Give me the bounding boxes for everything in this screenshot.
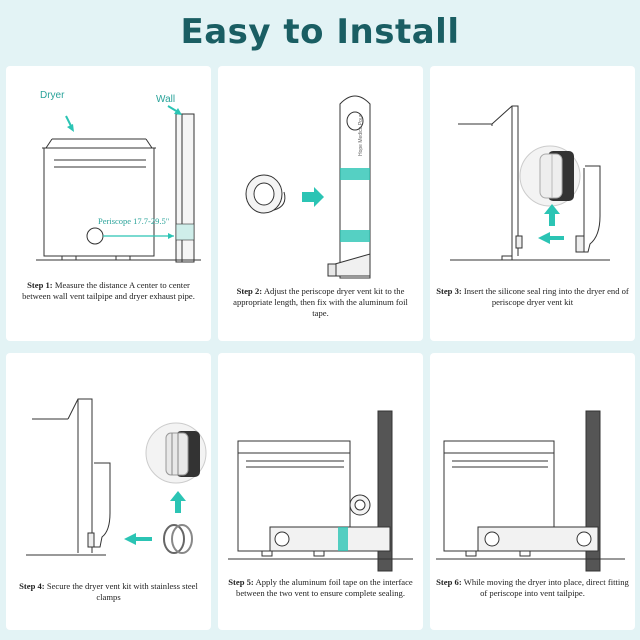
step-2-text: Adjust the periscope dryer vent kit to t…: [233, 286, 408, 318]
page-title: Easy to Install: [180, 12, 460, 52]
step-4-text: Secure the dryer vent kit with stainless…: [46, 581, 198, 602]
step-4-illustration: [26, 398, 207, 556]
step-6-card: Step 6: While moving the dryer into plac…: [430, 353, 635, 630]
step-6-text: While moving the dryer into place, direc…: [463, 577, 629, 598]
step-4-card: Step 4: Secure the dryer vent kit with s…: [6, 353, 211, 630]
step-2-illustration: [245, 95, 371, 279]
step-5-number: Step 5:: [228, 577, 254, 587]
step-3-card: Step 3: Insert the silicone seal ring in…: [430, 66, 635, 341]
brand-text: Hope Medica Pour: [358, 114, 364, 156]
step-4-number: Step 4:: [19, 581, 45, 591]
step-4-caption: Step 4: Secure the dryer vent kit with s…: [12, 581, 205, 603]
step-3-caption: Step 3: Insert the silicone seal ring in…: [436, 286, 629, 308]
step-1-card: Dryer Wall Periscope 17.7-29.5" Step 1: …: [6, 66, 211, 341]
step-5-text: Apply the aluminum foil tape on the inte…: [236, 577, 413, 598]
step-2-card: Hope Medica Pour Step 2: Adjust the peri…: [218, 66, 423, 341]
dryer-label: Dryer: [40, 90, 65, 101]
step-6-number: Step 6:: [436, 577, 462, 587]
step-1-caption: Step 1: Measure the distance A center to…: [12, 280, 205, 302]
step-2-number: Step 2:: [236, 286, 263, 296]
step-5-caption: Step 5: Apply the aluminum foil tape on …: [224, 577, 417, 599]
step-2-caption: Step 2: Adjust the periscope dryer vent …: [224, 286, 417, 319]
step-1-number: Step 1:: [27, 280, 53, 290]
step-3-number: Step 3:: [436, 286, 462, 296]
step-5-illustration: [228, 410, 413, 572]
step-3-text: Insert the silicone seal ring into the d…: [463, 286, 629, 307]
step-6-illustration: [436, 410, 625, 572]
step-3-illustration: [450, 105, 610, 261]
step-1-illustration: [36, 105, 201, 263]
step-6-caption: Step 6: While moving the dryer into plac…: [436, 577, 629, 599]
wall-label: Wall: [156, 94, 176, 105]
step-5-card: Step 5: Apply the aluminum foil tape on …: [218, 353, 423, 630]
periscope-dimension-label: Periscope 17.7-29.5": [98, 216, 170, 226]
step-1-text: Measure the distance A center to center …: [22, 280, 195, 301]
